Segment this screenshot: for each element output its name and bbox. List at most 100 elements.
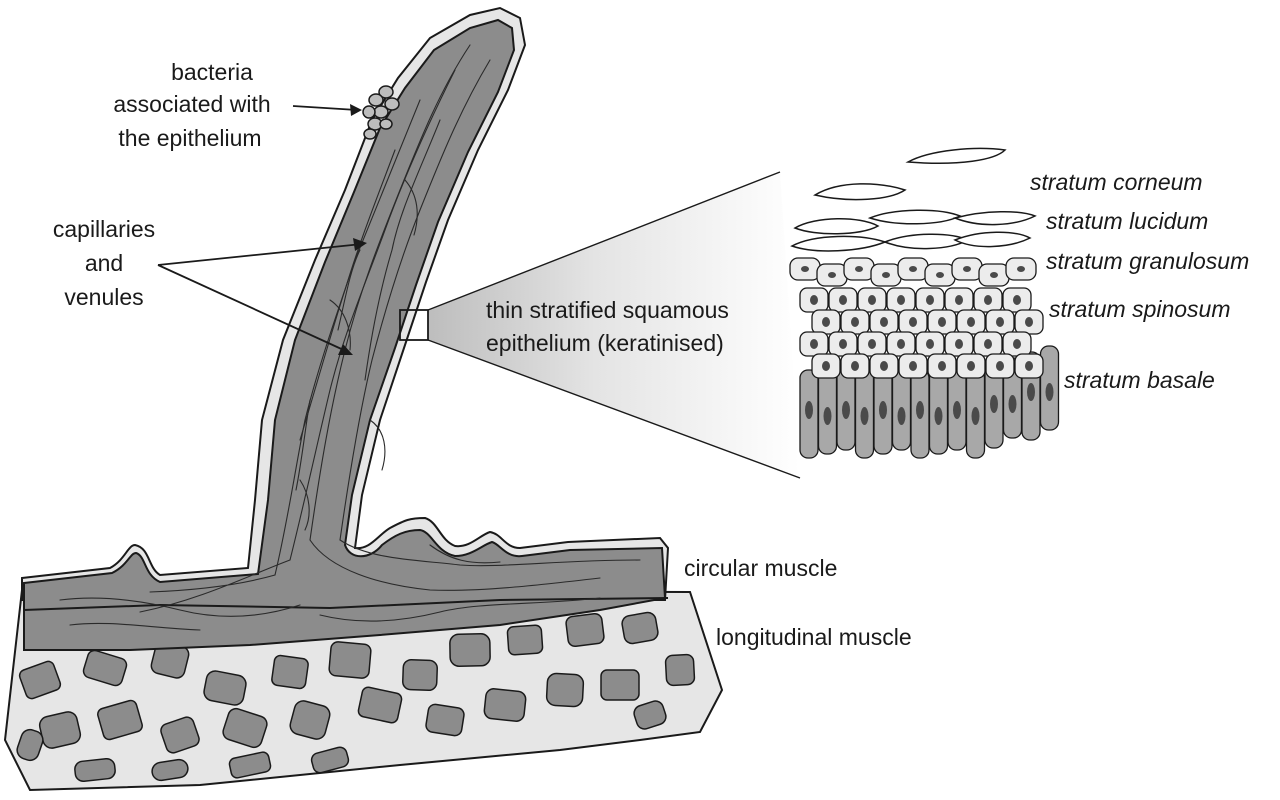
nucleus bbox=[909, 317, 917, 327]
label-arrows bbox=[157, 104, 367, 355]
nucleus bbox=[984, 339, 992, 349]
stratum-lucidum-cells bbox=[790, 209, 1037, 252]
muscle-cell bbox=[483, 688, 527, 722]
nucleus bbox=[990, 272, 998, 278]
muscle-cell bbox=[545, 672, 585, 708]
stratum-corneum-label: stratum corneum bbox=[1030, 169, 1203, 195]
nucleus bbox=[822, 361, 830, 371]
muscle-cell bbox=[222, 707, 268, 749]
nucleus bbox=[926, 295, 934, 305]
stratum-lucidum-label: stratum lucidum bbox=[1046, 208, 1208, 234]
circular-muscle-label: circular muscle bbox=[684, 555, 837, 581]
nucleus bbox=[936, 272, 944, 278]
capillaries-label-line-2: and bbox=[85, 250, 123, 276]
nucleus bbox=[1045, 383, 1054, 401]
capillaries-label-line-3: venules bbox=[64, 284, 143, 310]
muscle-cell bbox=[600, 669, 640, 701]
muscle-cell bbox=[160, 716, 200, 754]
nucleus bbox=[842, 401, 850, 419]
muscle-cell bbox=[621, 611, 659, 645]
nucleus bbox=[953, 401, 961, 419]
capillaries-label-line-1: capillaries bbox=[53, 216, 155, 242]
muscle-cell bbox=[228, 751, 272, 779]
nucleus bbox=[860, 407, 869, 425]
bacteria-label-line-1: bacteria bbox=[171, 59, 253, 85]
nucleus bbox=[984, 295, 992, 305]
nucleus bbox=[938, 317, 946, 327]
bacteria-cluster bbox=[362, 85, 400, 140]
muscle-cell bbox=[16, 728, 44, 762]
nucleus bbox=[1017, 266, 1025, 272]
epithelium-label-line-2: epithelium (keratinised) bbox=[486, 330, 724, 356]
muscle-cell bbox=[82, 649, 128, 687]
epithelium-zoom bbox=[789, 147, 1060, 459]
longitudinal-muscle-label: longitudinal muscle bbox=[716, 624, 912, 650]
muscle-cell bbox=[289, 700, 331, 740]
stratum-spinosum-label: stratum spinosum bbox=[1049, 296, 1231, 322]
nucleus bbox=[882, 272, 890, 278]
bacteria-label-line-2: associated with bbox=[113, 91, 270, 117]
nucleus bbox=[880, 361, 888, 371]
muscle-cell bbox=[664, 653, 696, 687]
nucleus bbox=[828, 272, 836, 278]
muscle-cell bbox=[425, 703, 465, 737]
muscle-cell bbox=[506, 624, 544, 656]
zoom-projection bbox=[399, 171, 801, 479]
muscle-cell bbox=[402, 658, 438, 692]
nucleus bbox=[810, 339, 818, 349]
nucleus bbox=[810, 295, 818, 305]
nucleus bbox=[879, 401, 887, 419]
circular-muscle-layer bbox=[21, 6, 670, 651]
nucleus bbox=[801, 266, 809, 272]
muscle-cell bbox=[18, 660, 62, 700]
nucleus bbox=[916, 401, 924, 419]
muscle-cell bbox=[565, 612, 605, 648]
nucleus bbox=[955, 295, 963, 305]
nucleus bbox=[1013, 295, 1021, 305]
muscle-cell bbox=[74, 758, 116, 782]
muscle-cell-blobs bbox=[16, 611, 696, 782]
nucleus bbox=[990, 395, 998, 413]
nucleus bbox=[934, 407, 943, 425]
nucleus bbox=[1025, 361, 1033, 371]
nucleus bbox=[955, 339, 963, 349]
nucleus bbox=[926, 339, 934, 349]
muscle-cell bbox=[97, 699, 143, 741]
nucleus bbox=[909, 266, 917, 272]
muscle-cell bbox=[449, 633, 491, 667]
nucleus bbox=[971, 407, 980, 425]
nucleus bbox=[996, 317, 1004, 327]
nucleus bbox=[851, 317, 859, 327]
nucleus bbox=[839, 295, 847, 305]
muscle-cell bbox=[310, 746, 350, 774]
capillary-network bbox=[59, 44, 641, 631]
stratum-granulosum-label: stratum granulosum bbox=[1046, 248, 1249, 274]
nucleus bbox=[897, 407, 906, 425]
nucleus bbox=[868, 339, 876, 349]
stratum-basale-label: stratum basale bbox=[1064, 367, 1215, 393]
stratum-corneum-cells bbox=[813, 147, 1007, 201]
nucleus bbox=[897, 339, 905, 349]
nucleus bbox=[822, 317, 830, 327]
muscle-cell bbox=[203, 670, 247, 706]
nucleus bbox=[938, 361, 946, 371]
nucleus bbox=[823, 407, 832, 425]
muscle-cell bbox=[271, 654, 309, 690]
nucleus bbox=[839, 339, 847, 349]
nucleus bbox=[880, 317, 888, 327]
nucleus bbox=[805, 401, 813, 419]
muscle-cell bbox=[357, 686, 403, 724]
nucleus bbox=[897, 295, 905, 305]
epithelium-label-line-1: thin stratified squamous bbox=[486, 297, 729, 323]
muscle-cell bbox=[328, 641, 372, 679]
nucleus bbox=[1013, 339, 1021, 349]
nucleus bbox=[967, 317, 975, 327]
nucleus bbox=[963, 266, 971, 272]
nucleus bbox=[1008, 395, 1017, 413]
nucleus bbox=[868, 295, 876, 305]
nucleus bbox=[996, 361, 1004, 371]
muscle-cell bbox=[633, 700, 667, 730]
nucleus bbox=[851, 361, 859, 371]
nucleus bbox=[1025, 317, 1033, 327]
